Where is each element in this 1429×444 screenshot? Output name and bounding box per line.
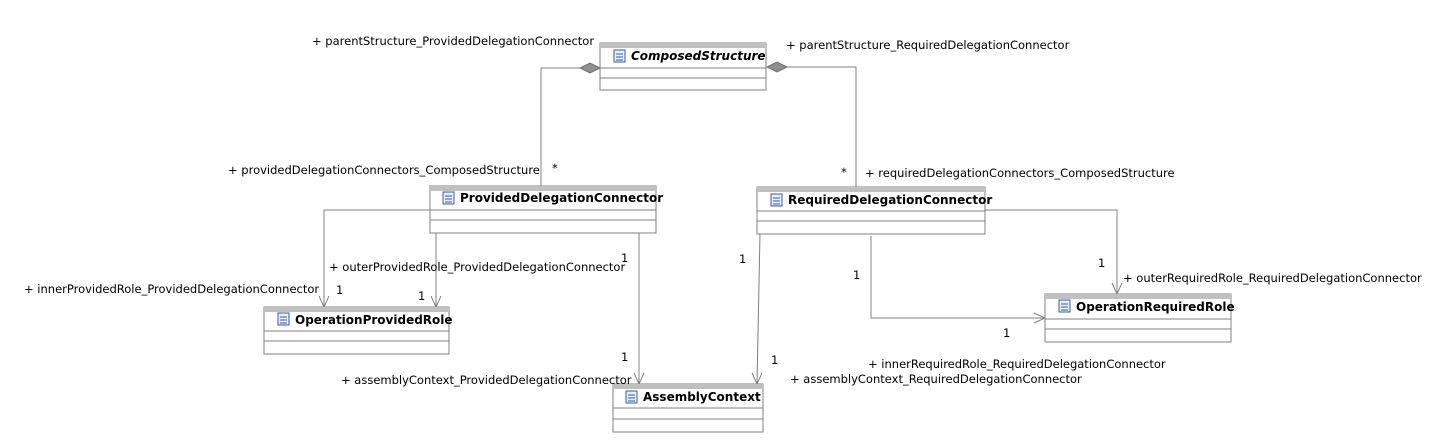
role-label: + outerRequiredRole_RequiredDelegationCo…: [1123, 271, 1422, 285]
composition-diamond-icon: [578, 62, 602, 74]
class-icon: [1058, 299, 1071, 313]
role-label: + assemblyContext_ProvidedDelegationConn…: [341, 373, 632, 387]
multiplicity-label: 1: [621, 350, 628, 364]
multiplicity-label: 1: [336, 283, 343, 297]
assoc-required-assembly[interactable]: [751, 232, 763, 386]
composition-required[interactable]: [765, 61, 857, 187]
class-assembly-context[interactable]: AssemblyContext: [612, 383, 764, 433]
class-composed-structure[interactable]: ComposedStructure: [599, 42, 767, 91]
multiplicity-label: 1: [1098, 256, 1105, 270]
role-label: + assemblyContext_RequiredDelegationConn…: [790, 372, 1082, 386]
multiplicity-label: *: [841, 165, 847, 179]
assoc-inner-required-role[interactable]: [870, 236, 1047, 324]
class-required-delegation-connector[interactable]: RequiredDelegationConnector: [756, 186, 992, 235]
class-operation-required-role[interactable]: OperationRequiredRole: [1044, 293, 1235, 343]
role-label: + parentStructure_ProvidedDelegationConn…: [312, 34, 594, 48]
assoc-outer-required-role[interactable]: [985, 209, 1123, 296]
role-labels: + parentStructure_ProvidedDelegationConn…: [24, 34, 1422, 387]
class-name: ComposedStructure: [631, 49, 766, 63]
multiplicity-label: 1: [1003, 326, 1010, 340]
class-name: OperationRequiredRole: [1076, 300, 1235, 314]
multiplicity-label: 1: [739, 252, 746, 266]
class-name: OperationProvidedRole: [295, 313, 453, 327]
multiplicity-label: *: [552, 161, 558, 175]
role-label: + innerProvidedRole_ProvidedDelegationCo…: [24, 282, 319, 296]
composition-provided[interactable]: [540, 62, 602, 186]
role-label: + requiredDelegationConnectors_ComposedS…: [865, 166, 1175, 180]
class-provided-delegation-connector[interactable]: ProvidedDelegationConnector: [429, 185, 663, 234]
class-name: RequiredDelegationConnector: [788, 193, 992, 207]
assoc-provided-assembly[interactable]: [633, 233, 645, 386]
class-name: AssemblyContext: [643, 390, 761, 404]
connectors: [318, 61, 1123, 386]
class-icon: [613, 49, 626, 63]
multiplicity-label: 1: [418, 289, 425, 303]
role-label: + parentStructure_RequiredDelegationConn…: [786, 38, 1070, 52]
role-label: + providedDelegationConnectors_ComposedS…: [228, 163, 540, 177]
class-icon: [625, 390, 638, 404]
role-label: + innerRequiredRole_RequiredDelegationCo…: [868, 357, 1166, 371]
class-name: ProvidedDelegationConnector: [460, 191, 663, 205]
composition-diamond-icon: [765, 61, 789, 73]
multiplicity-label: 1: [853, 268, 860, 282]
multiplicity-labels: * * 1 1 1 1 1 1 1 1 1: [336, 161, 1105, 367]
class-icon: [442, 191, 455, 205]
multiplicity-label: 1: [621, 251, 628, 265]
class-icon: [277, 312, 290, 326]
role-label: + outerProvidedRole_ProvidedDelegationCo…: [329, 260, 625, 274]
multiplicity-label: 1: [771, 353, 778, 367]
class-operation-provided-role[interactable]: OperationProvidedRole: [263, 306, 453, 355]
class-icon: [770, 193, 783, 207]
